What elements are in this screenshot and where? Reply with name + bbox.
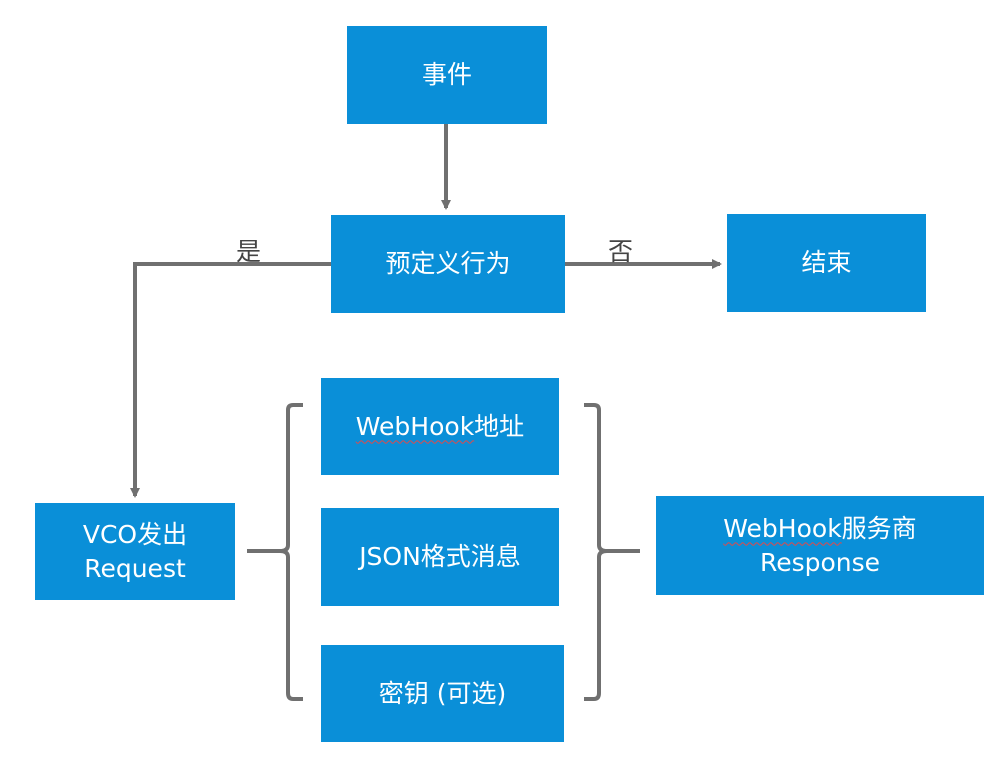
json-message-label: JSON格式消息	[359, 542, 521, 571]
predefined-action-label: 预定义行为	[385, 249, 511, 278]
yes-label: 是	[236, 237, 262, 266]
webhook-response-line1-en: WebHook	[723, 513, 842, 543]
vco-request-node: VCO发出 Request	[35, 503, 235, 600]
left-brace	[247, 403, 303, 701]
webhook-response-node: WebHook服务商 Response	[656, 496, 984, 595]
webhook-response-line1-zh: 服务商	[841, 513, 917, 543]
webhook-response-line1: WebHook服务商	[723, 512, 916, 546]
webhook-address-label-zh: 地址	[474, 411, 525, 441]
vco-request-line1: VCO发出	[82, 519, 188, 549]
right-brace	[584, 403, 640, 701]
end-node-label: 结束	[801, 248, 852, 277]
webhook-address-node: WebHook地址	[321, 378, 559, 475]
webhook-address-label: WebHook地址	[356, 410, 524, 444]
event-node-label: 事件	[421, 60, 472, 89]
json-message-node: JSON格式消息	[321, 508, 559, 606]
predefined-action-node: 预定义行为	[331, 215, 565, 313]
webhook-response-line2: Response	[759, 547, 881, 577]
vco-request-line2: Request	[84, 553, 186, 583]
secret-key-node: 密钥 (可选)	[321, 645, 564, 742]
end-node: 结束	[727, 214, 926, 312]
event-node: 事件	[347, 26, 547, 124]
arrow-yes-to-vco	[130, 262, 331, 498]
webhook-address-label-en: WebHook	[355, 411, 475, 441]
secret-key-label: 密钥 (可选)	[378, 678, 507, 708]
no-label: 否	[608, 237, 634, 266]
